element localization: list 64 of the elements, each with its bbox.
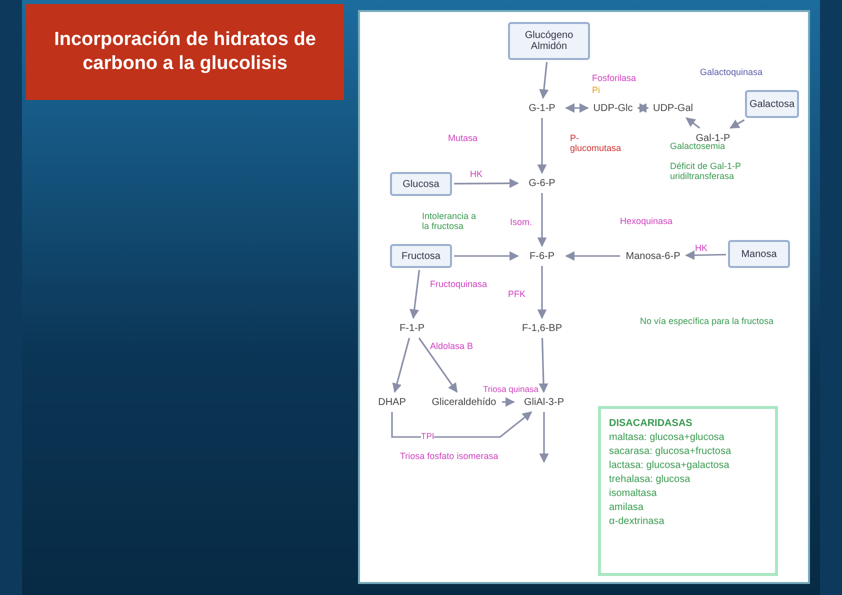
arrow <box>685 250 726 260</box>
enzyme-label: Triosa fosfato isomerasa <box>400 452 500 462</box>
enzyme-label: No vía específica para la fructosa <box>640 317 775 327</box>
enzyme-label: Galactoquinasa <box>700 68 764 78</box>
arrow <box>565 251 620 261</box>
metabolite-text: F-6-P <box>520 248 564 264</box>
sugar-box: Galactosa <box>745 90 799 118</box>
arrow <box>537 193 547 247</box>
arrow <box>539 412 549 463</box>
list-item: isomaltasa <box>609 488 658 499</box>
list-item: trehalasa: glucosa <box>609 474 692 485</box>
arrow <box>537 118 547 174</box>
metabolite-text: UDP-Gal <box>650 100 696 116</box>
sugar-box: Glucosa <box>390 172 452 196</box>
edge-label: Triosa quinasa <box>483 384 538 394</box>
enzyme-label: PFK <box>508 290 527 300</box>
list-item: lactasa: glucosa+galactosa <box>609 460 730 471</box>
enzyme-label: Galactosemia <box>670 142 726 152</box>
list-item: α-dextrinasa <box>609 516 666 527</box>
arrow <box>454 178 519 188</box>
slide-title: Incorporación de hidratos de carbono a la glucolisis <box>26 4 344 100</box>
metabolite-text: G-1-P <box>520 100 564 116</box>
enzyme-label: HK <box>470 170 484 180</box>
metabolite-text: UDP-Glc <box>590 100 636 116</box>
list-item: amilasa <box>609 502 644 513</box>
enzyme-list-box <box>598 406 778 576</box>
arrow <box>410 270 420 319</box>
arrow <box>686 117 700 129</box>
arrow <box>565 103 589 113</box>
arrow <box>539 62 549 99</box>
enzyme-label: Déficit de Gal-1-P uridiltransferasa <box>670 162 742 182</box>
enzyme-label: Pi <box>592 86 602 96</box>
arrow <box>454 251 519 261</box>
enzyme-label: HK <box>695 244 709 254</box>
list-item: sacarasa: glucosa+fructosa <box>609 446 732 457</box>
metabolite-text: DHAP <box>372 394 412 410</box>
enzyme-label: Aldolasa B <box>430 342 474 352</box>
enzyme-label: Fructoquinasa <box>430 280 485 290</box>
metabolite-text: F-1-P <box>390 320 434 336</box>
enzyme-label: Hexoquinasa <box>620 217 674 227</box>
metabolite-text: Manosa-6-P <box>622 248 684 264</box>
enzyme-label: Isom. <box>510 218 534 228</box>
metabolite-text: Gliceraldehído <box>428 394 500 410</box>
sugar-box: Glucógeno Almidón <box>508 22 590 60</box>
arrow <box>418 338 458 393</box>
arrow <box>537 266 547 319</box>
arrow <box>538 338 548 393</box>
arrow <box>391 411 532 438</box>
enzyme-label: Fosforilasa <box>592 74 638 84</box>
arrow <box>730 119 745 129</box>
enzyme-label: P-glucomutasa <box>570 134 622 154</box>
enzyme-label: Mutasa <box>448 134 479 144</box>
arrow <box>392 338 410 393</box>
arrow <box>637 103 649 113</box>
metabolite-text: G-6-P <box>520 175 564 191</box>
sugar-box: Fructosa <box>390 244 452 268</box>
enzyme-label: Intolerancia a la fructosa <box>422 212 478 232</box>
edge-label: TPI <box>421 431 434 441</box>
sugar-box: Manosa <box>728 240 790 268</box>
list-item: maltasa: glucosa+glucosa <box>609 432 726 443</box>
list-heading: DISACARIDASAS <box>609 418 694 429</box>
arrow <box>502 397 515 407</box>
metabolite-text: GliAl-3-P <box>516 394 572 410</box>
metabolite-text: F-1,6-BP <box>516 320 568 336</box>
